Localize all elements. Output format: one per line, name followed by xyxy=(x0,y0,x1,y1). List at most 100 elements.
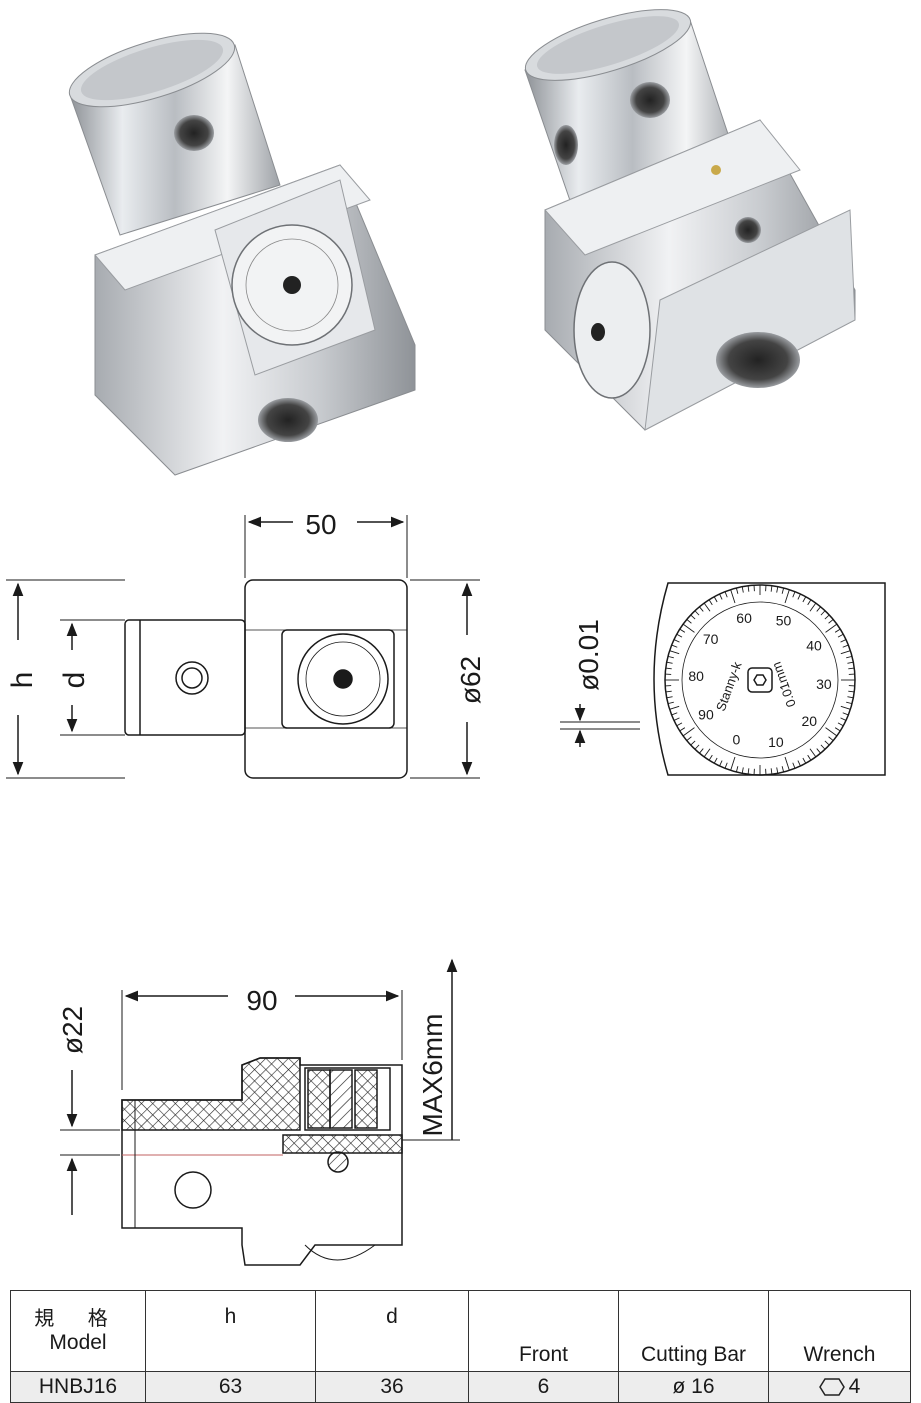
dial-number: 40 xyxy=(806,638,822,654)
inner-dimension-label: d xyxy=(58,672,91,689)
dial-tick xyxy=(821,611,825,615)
dial-tick xyxy=(810,749,816,757)
header-h: h xyxy=(146,1291,316,1372)
dial-tick xyxy=(695,611,699,615)
dial-tick xyxy=(695,745,699,749)
dial-tick xyxy=(704,603,710,611)
body-diameter-label: ø62 xyxy=(455,656,486,704)
dial-tick xyxy=(668,656,674,657)
dial-number: 60 xyxy=(736,610,752,626)
dial-tick xyxy=(714,758,717,763)
dial-tick xyxy=(709,600,712,605)
dial-tick xyxy=(736,588,737,594)
dial-tick xyxy=(782,588,783,594)
dial-tick xyxy=(674,718,679,721)
dial-tick xyxy=(841,651,851,654)
dial-number: 70 xyxy=(703,631,719,647)
dial-tick xyxy=(687,619,692,623)
dial-tick xyxy=(674,640,679,643)
dial-tick xyxy=(683,624,694,632)
dial-tick xyxy=(777,587,778,593)
header-d: d xyxy=(316,1291,469,1372)
dial-tick xyxy=(829,737,834,741)
dial-tick xyxy=(777,767,778,773)
dial-tick xyxy=(826,624,837,632)
dial-tick xyxy=(720,761,723,766)
dial-tick xyxy=(808,755,811,760)
dial-tick xyxy=(808,600,811,605)
dial-tick xyxy=(838,723,843,726)
dial-tick xyxy=(731,757,735,770)
dial-tick xyxy=(817,607,821,612)
dial-tick xyxy=(826,728,837,736)
dial-tick xyxy=(848,691,854,692)
cell-wrench: 4 xyxy=(769,1372,911,1403)
dial-tick xyxy=(742,587,743,593)
dial-tick xyxy=(683,728,694,736)
dial-tick xyxy=(841,706,851,709)
dial-tick xyxy=(736,766,737,772)
dial-tick xyxy=(798,761,801,766)
dial-tick xyxy=(672,713,678,715)
dial-tick xyxy=(793,763,795,769)
shank-diameter-label: ø22 xyxy=(57,1006,88,1054)
width-dimension-label: 50 xyxy=(305,509,336,540)
dial-number: 90 xyxy=(698,706,714,722)
cell-h: 63 xyxy=(146,1372,316,1403)
dial-number: 30 xyxy=(816,676,832,692)
dial-tick xyxy=(847,697,853,698)
cell-cutting-bar: ø 16 xyxy=(619,1372,769,1403)
dial-tick xyxy=(680,728,685,731)
dial-tick xyxy=(793,592,795,598)
dial-tick xyxy=(680,629,685,632)
resolution-dimension-label: ø0.01 xyxy=(573,619,604,691)
dial-tick xyxy=(748,768,749,774)
dial-tick xyxy=(846,656,852,657)
dial-tick xyxy=(835,629,840,632)
dial-tick xyxy=(838,634,843,637)
dial-tick xyxy=(771,768,772,774)
dial-number: 80 xyxy=(688,668,704,684)
cell-model: HNBJ16 xyxy=(11,1372,146,1403)
dial-resolution-text: 0.01mm xyxy=(769,660,799,709)
dial-tick xyxy=(848,668,854,669)
product-photo-front xyxy=(62,18,415,475)
dial-tick xyxy=(847,662,853,663)
dial-tick xyxy=(725,592,727,598)
cell-front: 6 xyxy=(469,1372,619,1403)
dial-tick xyxy=(691,741,695,745)
dial-tick xyxy=(825,615,829,619)
wrench-size: 4 xyxy=(849,1375,861,1398)
max-adjustment-label: MAX6mm xyxy=(417,1014,448,1137)
dial-tick xyxy=(668,702,674,703)
dial-tick xyxy=(742,767,743,773)
dial-tick xyxy=(841,718,846,721)
dial-tick xyxy=(714,597,717,602)
dial-tick xyxy=(731,590,735,603)
length-dimension-label: 90 xyxy=(246,985,277,1016)
dial-tick xyxy=(817,749,821,754)
dial-tick xyxy=(846,702,852,703)
dial-number: 20 xyxy=(802,713,818,729)
dial-tick xyxy=(803,597,806,602)
dial-brand-text: Stanny-k xyxy=(713,659,745,713)
dial-tick xyxy=(667,697,673,698)
dial-tick xyxy=(704,749,710,757)
product-photo-rear xyxy=(518,0,855,430)
dial-tick xyxy=(803,758,806,763)
dial-tick xyxy=(691,615,695,619)
dial-tick xyxy=(825,741,829,745)
cell-d: 36 xyxy=(316,1372,469,1403)
dial-tick xyxy=(677,634,682,637)
header-front: Front xyxy=(469,1291,619,1372)
dial-tick xyxy=(699,607,703,612)
dial-tick xyxy=(785,757,789,770)
dial-number: 0 xyxy=(733,732,741,748)
dial-tick xyxy=(725,763,727,769)
dial-tick xyxy=(785,590,789,603)
dial-number: 10 xyxy=(768,734,784,750)
header-model-en: Model xyxy=(11,1331,145,1355)
spec-data-row: HNBJ16 63 36 6 ø 16 4 xyxy=(11,1372,911,1403)
dial-tick xyxy=(835,728,840,731)
dial-tick xyxy=(748,586,749,592)
